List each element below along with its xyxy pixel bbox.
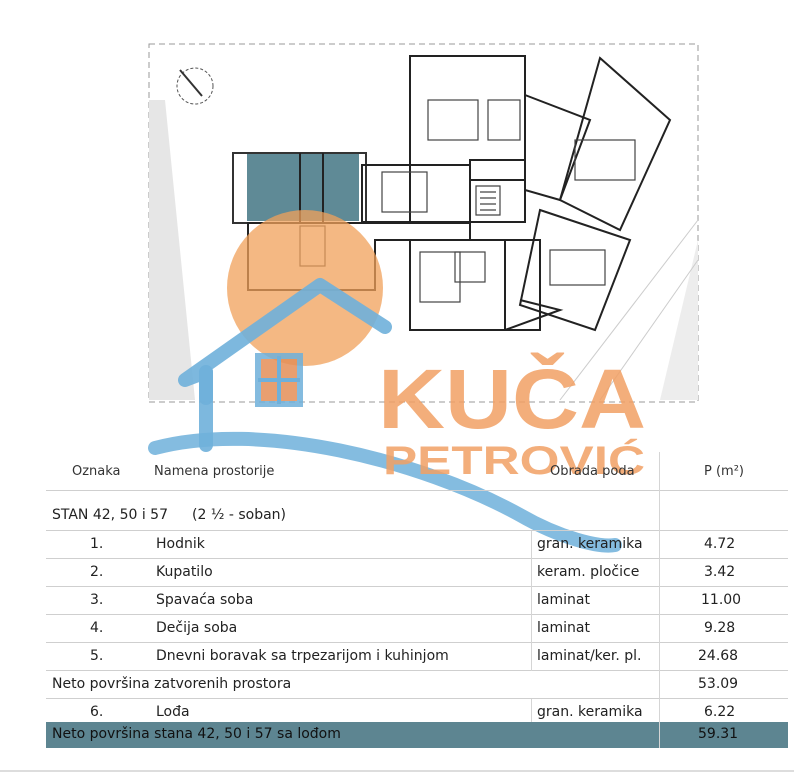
divider xyxy=(46,642,788,643)
divider xyxy=(46,490,788,491)
room-name: Spavaća soba xyxy=(156,592,254,608)
net-closed-area: 53.09 xyxy=(698,676,739,692)
net-closed-row: Neto površina zatvorenih prostora 53.09 xyxy=(46,671,788,698)
divider xyxy=(46,670,788,671)
column-separator xyxy=(531,699,532,722)
table-row: 5. Dnevni boravak sa trpezarijom i kuhin… xyxy=(46,643,788,670)
divider xyxy=(46,530,788,531)
room-name: Hodnik xyxy=(156,536,205,552)
room-area: 9.28 xyxy=(704,620,736,636)
room-floor: laminat/ker. pl. xyxy=(537,648,642,664)
room-area: 3.42 xyxy=(704,564,736,580)
column-separator xyxy=(659,452,660,748)
page-bottom-rule xyxy=(0,770,794,772)
room-floor: gran. keramika xyxy=(537,704,643,720)
table-row: 3. Spavaća soba laminat 11.00 xyxy=(46,587,788,614)
room-floor: gran. keramika xyxy=(537,536,643,552)
divider xyxy=(46,586,788,587)
floor-plan xyxy=(148,43,699,403)
net-closed-label: Neto površina zatvorenih prostora xyxy=(52,676,292,692)
room-number: 2. xyxy=(90,564,104,580)
divider xyxy=(46,614,788,615)
header-oznaka: Oznaka xyxy=(72,463,121,479)
divider xyxy=(46,698,788,699)
room-area: 6.22 xyxy=(704,704,736,720)
room-name: Kupatilo xyxy=(156,564,213,580)
room-number: 6. xyxy=(90,704,104,720)
divider xyxy=(46,558,788,559)
room-name: Dečija soba xyxy=(156,620,238,636)
north-arrow-icon xyxy=(176,67,214,105)
room-number: 5. xyxy=(90,648,104,664)
room-area: 4.72 xyxy=(704,536,736,552)
header-povrsina: P (m²) xyxy=(704,463,744,479)
column-separator xyxy=(531,531,532,671)
table-row: 2. Kupatilo keram. pločice 3.42 xyxy=(46,559,788,586)
room-floor: laminat xyxy=(537,620,590,636)
apartment-title: STAN 42, 50 i 57 xyxy=(52,507,168,523)
net-total-row: Neto površina stana 42, 50 i 57 sa lođom… xyxy=(46,722,788,748)
table-row: 4. Dečija soba laminat 9.28 xyxy=(46,615,788,642)
apartment-type: (2 ½ - soban) xyxy=(192,507,287,523)
loggia-row: 6. Lođa gran. keramika 6.22 xyxy=(46,699,788,726)
room-area: 24.68 xyxy=(698,648,739,664)
room-number: 3. xyxy=(90,592,104,608)
room-floor: keram. pločice xyxy=(537,564,640,580)
room-floor: laminat xyxy=(537,592,590,608)
room-name: Lođa xyxy=(156,704,190,720)
net-total-label: Neto površina stana 42, 50 i 57 sa lođom xyxy=(52,726,341,742)
table-row: 1. Hodnik gran. keramika 4.72 xyxy=(46,531,788,558)
net-total-area: 59.31 xyxy=(698,726,739,742)
room-number: 4. xyxy=(90,620,104,636)
apartment-title-row: STAN 42, 50 i 57 (2 ½ - soban) xyxy=(46,502,788,529)
room-area: 11.00 xyxy=(701,592,742,608)
header-namena: Namena prostorije xyxy=(154,463,275,479)
room-number: 1. xyxy=(90,536,104,552)
room-name: Dnevni boravak sa trpezarijom i kuhinjom xyxy=(156,648,449,664)
header-obrada: Obrada poda xyxy=(550,463,635,479)
